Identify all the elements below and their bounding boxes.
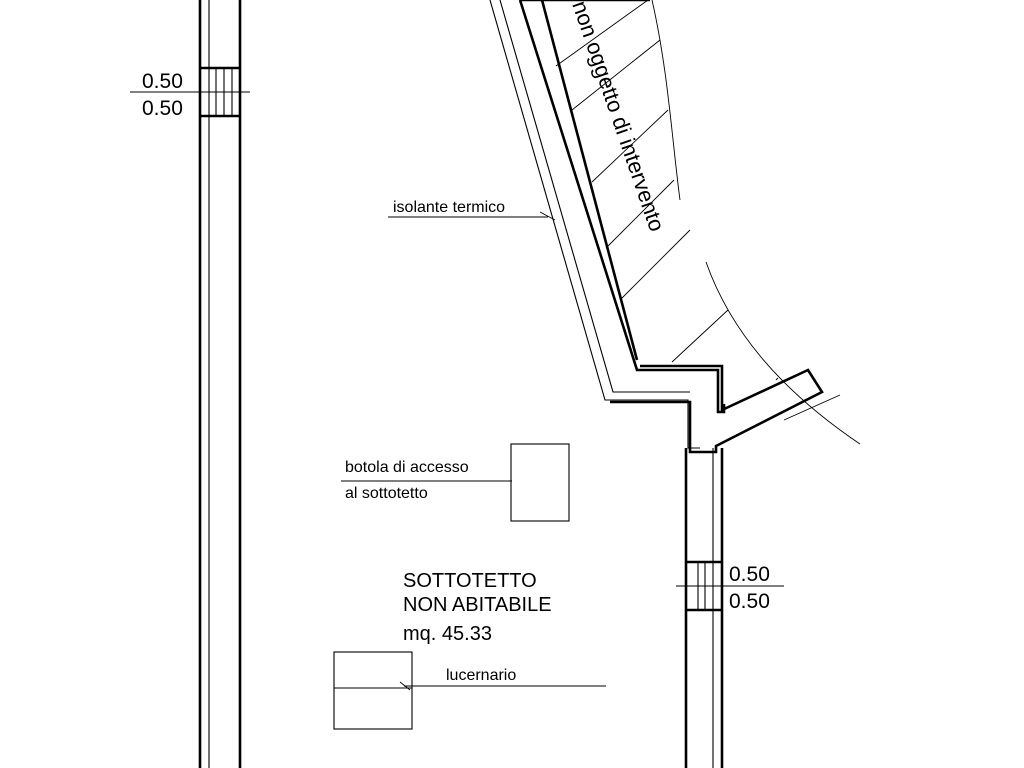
right-wall [684, 448, 724, 768]
room-name-line1: SOTTOTETTO [403, 570, 537, 592]
room-area: mq. 45.33 [403, 623, 492, 645]
lucernario-label: lucernario [446, 667, 516, 684]
non-intervention-boundary [651, 0, 861, 445]
room-label: SOTTOTETTO NON ABITABILE mq. 45.33 [403, 570, 552, 645]
isolante-leader: isolante termico [388, 199, 556, 221]
lucernario-skylight: lucernario [333, 651, 606, 730]
botola-label-line2: al sottotetto [345, 485, 428, 502]
right-wall-dimension: 0.50 0.50 [676, 563, 784, 613]
dim-right-lower: 0.50 [729, 590, 770, 613]
left-wall-dimension: 0.50 0.50 [130, 70, 250, 120]
dim-top-upper: 0.50 [142, 70, 183, 93]
dim-right-upper: 0.50 [729, 563, 770, 586]
isolante-label: isolante termico [393, 199, 505, 216]
sloped-roof-section [489, 0, 824, 454]
left-wall [198, 0, 242, 768]
botola-label-line1: botola di accesso [345, 459, 469, 476]
botola-access-hatch: botola di accesso al sottotetto [341, 443, 570, 522]
room-name-line2: NON ABITABILE [403, 594, 552, 616]
roof-hatching [555, 0, 841, 421]
dim-top-lower: 0.50 [142, 97, 183, 120]
